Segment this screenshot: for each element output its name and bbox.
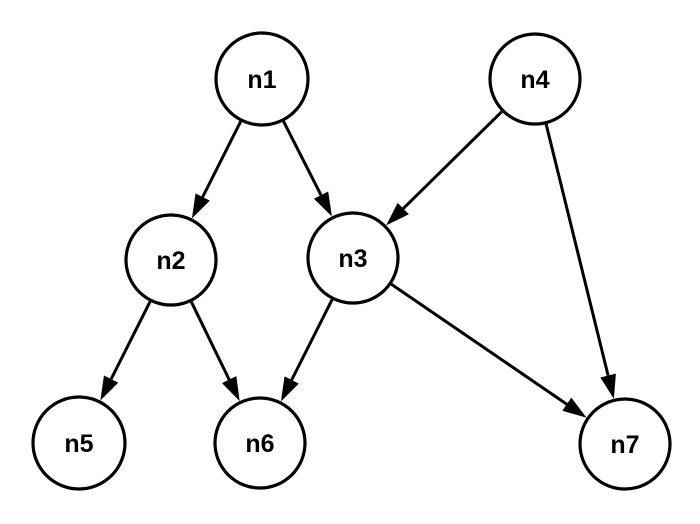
edge-line	[402, 110, 503, 210]
node-circle[interactable]	[213, 396, 307, 490]
graph-edge-n4-to-n7	[544, 123, 616, 399]
graph-node-n7[interactable]: n7	[578, 397, 672, 491]
arrowhead-icon	[221, 376, 240, 402]
edge-line	[544, 123, 610, 376]
node-circle[interactable]	[578, 397, 672, 491]
graph-edge-n4-to-n3	[386, 110, 503, 226]
edge-line	[201, 120, 243, 198]
node-circle[interactable]	[306, 211, 400, 305]
edge-line	[290, 298, 334, 381]
graph-node-n3[interactable]: n3	[306, 211, 400, 305]
arrowhead-icon	[562, 397, 587, 418]
node-circle[interactable]	[214, 31, 310, 127]
graph-edge-n2-to-n6	[189, 301, 240, 402]
edge-line	[189, 301, 231, 381]
node-circle[interactable]	[488, 32, 582, 126]
graph-node-n2[interactable]: n2	[124, 213, 218, 307]
arrowhead-icon	[280, 376, 299, 402]
edges-layer	[100, 110, 616, 418]
arrowhead-icon	[386, 202, 409, 226]
node-circle[interactable]	[124, 213, 218, 307]
graph-edge-n1-to-n2	[191, 120, 243, 219]
graph-node-n6[interactable]: n6	[213, 396, 307, 490]
arrowhead-icon	[600, 373, 616, 399]
edge-line	[390, 283, 568, 406]
graph-node-n5[interactable]: n5	[31, 395, 127, 491]
graph-node-n4[interactable]: n4	[488, 32, 582, 126]
arrowhead-icon	[313, 191, 332, 217]
nodes-layer: n1 n2 n3 n4 n5 n6 n7	[31, 31, 672, 491]
graph-edge-n1-to-n3	[282, 120, 332, 217]
graph-edge-n3-to-n6	[280, 298, 334, 402]
arrowhead-icon	[191, 193, 210, 219]
arrowhead-icon	[100, 375, 119, 401]
node-circle[interactable]	[31, 395, 127, 491]
graph-edge-n3-to-n7	[390, 283, 587, 418]
graph-node-n1[interactable]: n1	[214, 31, 310, 127]
edge-line	[282, 120, 323, 196]
edge-line	[109, 300, 152, 380]
graph-edge-n2-to-n5	[100, 300, 152, 401]
